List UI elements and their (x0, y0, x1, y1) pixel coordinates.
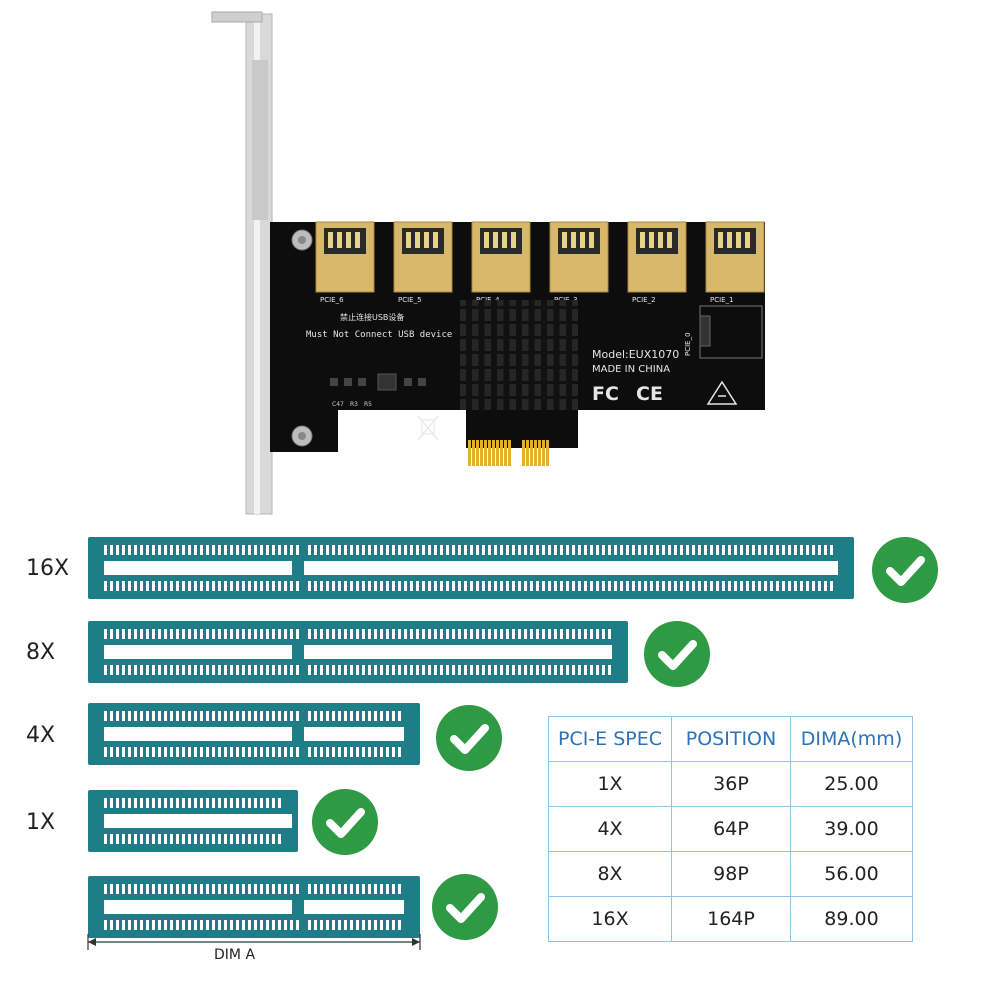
cell-position: 36P (671, 761, 791, 807)
usb-port-group (315, 221, 765, 293)
check-icon-dim (432, 874, 498, 940)
side-port-label: PCIE_0 (684, 332, 692, 356)
table-row: 16X 164P 89.00 (548, 896, 913, 942)
spec-table: PCI-E SPEC POSITION DIMA(mm) 1X 36P 25.0… (548, 716, 913, 942)
gold-fingers (468, 440, 549, 466)
port-label: PCIE_6 (320, 296, 344, 304)
cell-spec: 8X (548, 851, 672, 897)
header-spec: PCI-E SPEC (548, 716, 672, 762)
dimension-label: DIM A (214, 947, 256, 963)
usb-port (315, 221, 375, 293)
usb-port (705, 221, 765, 293)
slot-label-8x: 8X (26, 640, 56, 665)
slot-16x (88, 537, 854, 599)
slot-8x (88, 621, 628, 683)
model-text: Model:EUX1070 (592, 348, 679, 361)
slot-label-4x: 4X (26, 723, 56, 748)
weee-bin-icon (417, 415, 439, 441)
check-icon-8x (644, 621, 710, 687)
cell-dima: 25.00 (790, 761, 913, 807)
components (330, 305, 763, 391)
header-dima: DIMA(mm) (790, 716, 913, 762)
esd-warning-icon (706, 380, 738, 405)
slot-1x (88, 790, 298, 852)
check-icon-16x (872, 537, 938, 603)
chip-label-1: C47 (332, 401, 344, 408)
check-icon-1x (312, 789, 378, 855)
port-label: PCIE_2 (632, 296, 656, 304)
port-label: PCIE_1 (710, 296, 734, 304)
cell-position: 64P (671, 806, 791, 852)
cell-dima: 56.00 (790, 851, 913, 897)
table-row: 8X 98P 56.00 (548, 851, 913, 897)
slot-label-1x: 1X (26, 810, 56, 835)
header-position: POSITION (671, 716, 791, 762)
cell-spec: 4X (548, 806, 672, 852)
dimension-arrow (87, 934, 421, 950)
chip-label-3: R5 (364, 401, 372, 408)
check-icon-4x (436, 705, 502, 771)
metal-bracket (211, 11, 273, 515)
heatsink (460, 300, 578, 410)
cell-spec: 16X (548, 896, 672, 942)
slot-label-16x: 16X (26, 556, 70, 581)
cell-position: 98P (671, 851, 791, 897)
chip-label-2: R3 (350, 401, 358, 408)
usb-port (549, 221, 609, 293)
origin-text: MADE IN CHINA (592, 364, 670, 375)
fc-logo: FC (592, 383, 619, 405)
table-row: 1X 36P 25.00 (548, 761, 913, 807)
cell-spec: 1X (548, 761, 672, 807)
table-row: 4X 64P 39.00 (548, 806, 913, 852)
cell-dima: 89.00 (790, 896, 913, 942)
usb-port (627, 221, 687, 293)
port-label: PCIE_5 (398, 296, 422, 304)
ce-logo: CE (636, 383, 663, 405)
cell-position: 164P (671, 896, 791, 942)
slot-dim (88, 876, 420, 938)
spec-table-header-row: PCI-E SPEC POSITION DIMA(mm) (548, 716, 913, 762)
cell-dima: 39.00 (790, 806, 913, 852)
warning-en-text: Must Not Connect USB device (306, 330, 452, 340)
slot-4x (88, 703, 420, 765)
warning-cn-text: 禁止连接USB设备 (340, 312, 404, 322)
usb-port (471, 221, 531, 293)
usb-port (393, 221, 453, 293)
